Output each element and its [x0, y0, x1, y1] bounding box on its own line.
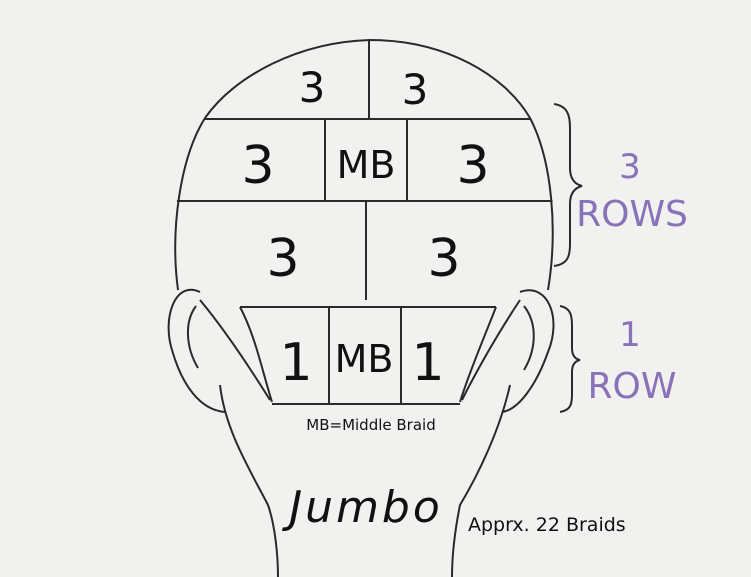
legend-text: MB=Middle Braid [306, 416, 435, 434]
bracket-labels: 3 ROWS 1 ROW [576, 147, 688, 407]
right-neck-line [451, 384, 511, 577]
label-nape-left: 1 [279, 333, 312, 393]
left-hair-edge [199, 299, 271, 401]
left-neck-line [219, 384, 279, 577]
right-ear [501, 289, 555, 413]
upper-bracket [553, 103, 583, 267]
label-top-right: 3 [402, 65, 429, 114]
upper-count-label: 3 [619, 147, 641, 187]
label-nape-right: 1 [411, 333, 444, 393]
section-labels: 3 3 3 MB 3 3 3 1 MB 1 [241, 63, 489, 393]
right-head-side [529, 117, 554, 291]
subtitle-text: Apprx. 22 Braids [468, 514, 626, 536]
crown-outline [204, 38, 531, 119]
label-third-left: 3 [266, 229, 299, 289]
left-ear [167, 288, 226, 413]
lower-row-label: ROW [588, 366, 677, 407]
title-text: Jumbo [281, 482, 443, 533]
left-head-side [174, 117, 206, 291]
section-grid [174, 40, 555, 405]
label-second-left: 3 [241, 136, 274, 196]
head-outline [174, 38, 554, 577]
right-hair-edge [461, 299, 521, 401]
nape-left-curve [239, 306, 273, 403]
label-second-middle: MB [337, 143, 396, 187]
label-top-left: 3 [299, 63, 326, 112]
lower-bracket [559, 305, 581, 413]
label-third-right: 3 [427, 229, 460, 289]
nape-right-curve [459, 306, 497, 403]
label-nape-middle: MB [335, 337, 394, 381]
upper-rows-label: ROWS [576, 194, 688, 235]
label-second-right: 3 [456, 136, 489, 196]
lower-count-label: 1 [619, 315, 641, 355]
